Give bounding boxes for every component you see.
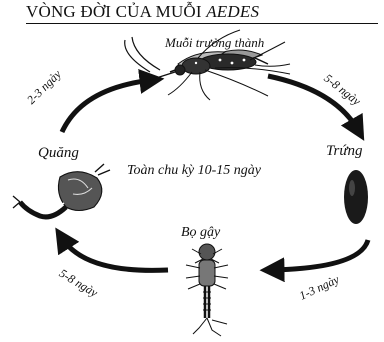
arrow-egg-to-larva: [272, 240, 368, 270]
label-larva: Bọ gậy: [181, 225, 220, 241]
arrow-larva-to-pupa: [62, 238, 168, 270]
larva-icon: [186, 244, 228, 336]
label-pupa: Quăng: [38, 145, 79, 162]
label-adult: Muỗi trưởng thành: [165, 35, 264, 51]
egg-icon: [344, 170, 368, 224]
arrow-pupa-to-adult: [62, 80, 152, 132]
pupa-icon: [13, 164, 110, 217]
label-egg: Trứng: [326, 143, 363, 160]
label-total-cycle: Toàn chu kỳ 10-15 ngày: [127, 163, 261, 179]
